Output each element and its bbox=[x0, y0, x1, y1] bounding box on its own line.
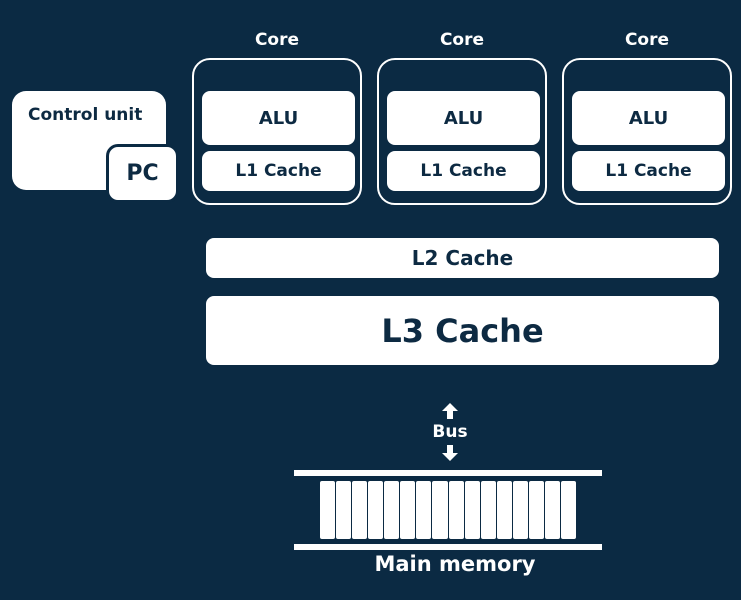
memory-cell bbox=[320, 481, 336, 539]
memory-cell bbox=[448, 481, 464, 539]
core bbox=[562, 58, 732, 205]
l2-label: L2 Cache bbox=[411, 246, 514, 270]
memory-cell bbox=[544, 481, 560, 539]
l3-cache: L3 Cache bbox=[206, 296, 719, 365]
alu-label: ALU bbox=[628, 107, 669, 129]
memory-cell bbox=[464, 481, 480, 539]
alu: ALU bbox=[202, 91, 355, 145]
l1-cache: L1 Cache bbox=[202, 151, 355, 191]
l2-cache: L2 Cache bbox=[206, 238, 719, 278]
memory-cell bbox=[512, 481, 528, 539]
memory-cell bbox=[432, 481, 448, 539]
bus-label: Bus bbox=[432, 422, 468, 442]
memory-cell bbox=[480, 481, 496, 539]
memory-cell bbox=[368, 481, 384, 539]
pc-label: PC bbox=[126, 161, 159, 186]
control-unit-label: Control unit bbox=[28, 105, 143, 125]
alu-label: ALU bbox=[258, 107, 299, 129]
core-title: Core bbox=[624, 30, 670, 50]
memory-cell bbox=[496, 481, 512, 539]
alu: ALU bbox=[387, 91, 540, 145]
control-unit: Control unit bbox=[12, 91, 166, 190]
memory-cell bbox=[336, 481, 352, 539]
core bbox=[192, 58, 362, 205]
l1-label: L1 Cache bbox=[235, 161, 322, 181]
program-counter: PC bbox=[106, 144, 179, 203]
alu-label: ALU bbox=[443, 107, 484, 129]
main-memory-label: Main memory bbox=[374, 552, 536, 576]
l1-label: L1 Cache bbox=[605, 161, 692, 181]
memory-cell bbox=[416, 481, 432, 539]
memory-cell bbox=[352, 481, 368, 539]
memory-cell bbox=[384, 481, 400, 539]
core-title: Core bbox=[439, 30, 485, 50]
core-title: Core bbox=[254, 30, 300, 50]
main-memory-cells bbox=[320, 481, 576, 539]
bus-arrow-icon bbox=[442, 403, 458, 461]
memory-cell bbox=[560, 481, 576, 539]
alu: ALU bbox=[572, 91, 725, 145]
core bbox=[377, 58, 547, 205]
memory-cell bbox=[528, 481, 544, 539]
memory-bottom-rail bbox=[294, 544, 602, 550]
l3-label: L3 Cache bbox=[381, 311, 544, 350]
l1-cache: L1 Cache bbox=[572, 151, 725, 191]
l1-label: L1 Cache bbox=[420, 161, 507, 181]
memory-top-rail bbox=[294, 470, 602, 476]
l1-cache: L1 Cache bbox=[387, 151, 540, 191]
memory-cell bbox=[400, 481, 416, 539]
